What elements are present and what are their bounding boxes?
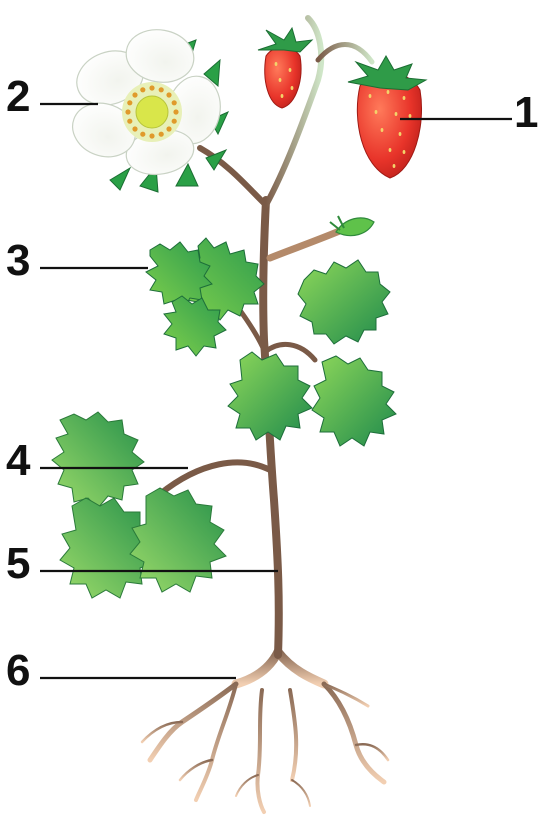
stamen bbox=[149, 133, 154, 138]
seed bbox=[289, 68, 292, 72]
seed bbox=[281, 94, 284, 98]
label-3: 3 bbox=[6, 236, 30, 285]
flower-bud bbox=[330, 216, 374, 236]
seed bbox=[389, 148, 392, 152]
seed bbox=[395, 112, 398, 116]
label-6: 6 bbox=[6, 646, 30, 695]
seed bbox=[369, 94, 372, 98]
seed bbox=[291, 86, 294, 90]
seed bbox=[375, 110, 378, 114]
fruit-large bbox=[348, 56, 426, 178]
seed bbox=[409, 114, 412, 118]
seed bbox=[279, 78, 282, 82]
stamen bbox=[149, 85, 154, 90]
roots bbox=[142, 652, 388, 812]
stamen bbox=[127, 100, 132, 105]
seed bbox=[403, 96, 406, 100]
stamen bbox=[166, 92, 171, 97]
seed bbox=[275, 62, 278, 66]
stamen bbox=[166, 126, 171, 131]
seed bbox=[399, 132, 402, 136]
seed bbox=[393, 164, 396, 168]
seed bbox=[403, 150, 406, 154]
stamen bbox=[172, 100, 177, 105]
stamen bbox=[132, 126, 137, 131]
label-5: 5 bbox=[6, 539, 30, 588]
seed bbox=[381, 128, 384, 132]
label-2: 2 bbox=[6, 72, 30, 121]
stamen bbox=[159, 132, 164, 137]
label-1: 1 bbox=[514, 88, 538, 137]
stamen bbox=[140, 132, 145, 137]
stamen bbox=[125, 109, 130, 114]
stamen bbox=[159, 87, 164, 92]
label-4: 4 bbox=[6, 436, 31, 485]
leaf-upper-left bbox=[146, 238, 264, 356]
seed bbox=[387, 90, 390, 94]
stamen bbox=[127, 119, 132, 124]
stamen bbox=[140, 87, 145, 92]
stamen bbox=[172, 119, 177, 124]
stamen bbox=[173, 109, 178, 114]
flower bbox=[65, 24, 228, 192]
fruit-small bbox=[258, 28, 312, 108]
stamen bbox=[132, 92, 137, 97]
